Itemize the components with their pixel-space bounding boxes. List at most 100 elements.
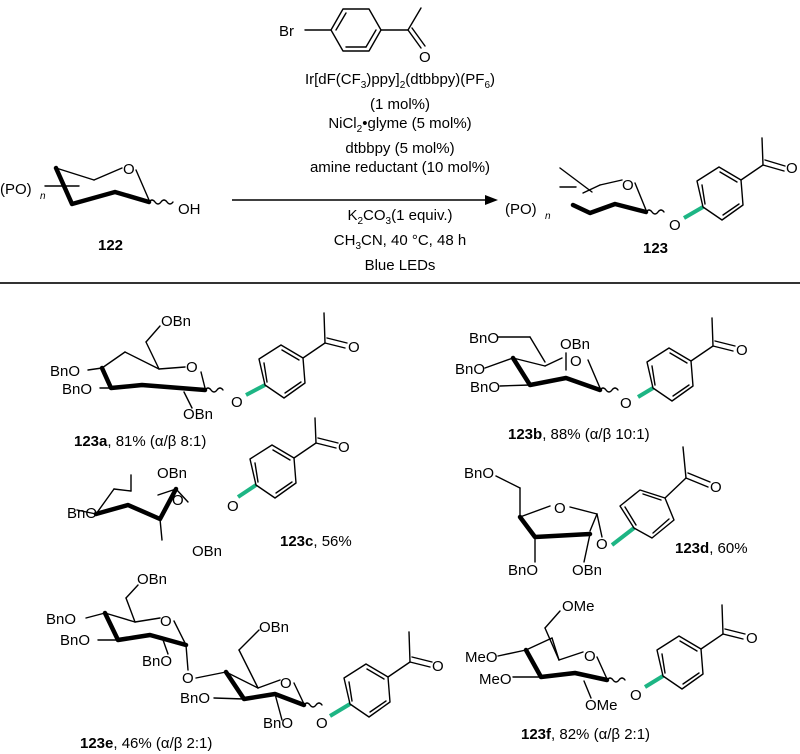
- product-123a: OBn BnO BnO OBn O O O 123a, 81% (α/β 8:1…: [50, 312, 360, 450]
- product-caption: 123c, 56%: [280, 533, 352, 550]
- product-123d: BnO BnO OBn O O O 123d, 60%: [464, 446, 748, 579]
- yield: 46%: [122, 735, 152, 752]
- ring-oxygen-label: O: [280, 675, 292, 692]
- product-caption: 123d, 60%: [675, 540, 748, 557]
- starting-material-122: (PO) n O OH 122: [0, 161, 201, 254]
- substituent-label: OBn: [572, 562, 602, 579]
- compound-id-122: 122: [98, 237, 123, 254]
- yield: 82%: [559, 726, 589, 743]
- product-123b: BnO OBn BnO BnO O O O 123b, 88% (α/β 10:…: [455, 317, 748, 443]
- compound-id: 123e: [80, 735, 113, 752]
- ring-oxygen-label: O: [570, 353, 582, 370]
- substituent-label: MeO: [465, 649, 498, 666]
- ring-oxygen-label: O: [160, 613, 172, 630]
- bromoacetophenone-structure: Br O: [279, 7, 431, 66]
- new-c-o-bond: [236, 483, 258, 499]
- ring-oxygen-label: O: [584, 648, 596, 665]
- product-caption: 123f, 82% (α/β 2:1): [521, 726, 650, 743]
- yield: 88%: [551, 426, 581, 443]
- reductant-line: amine reductant (10 mol%): [309, 159, 491, 176]
- solvent-temp-time-line: CH3CN, 40 °C, 48 h: [333, 232, 467, 252]
- ether-oxygen-label: O: [231, 394, 243, 411]
- substituent-label: BnO: [142, 653, 172, 670]
- hydroxyl-label: OH: [178, 201, 201, 218]
- protecting-group-count: n: [40, 191, 46, 202]
- anomer-ratio: (α/β 8:1): [150, 433, 206, 450]
- yield: 60%: [718, 540, 748, 557]
- conditions-below-arrow: K2CO3(1 equiv.) CH3CN, 40 °C, 48 h Blue …: [230, 206, 570, 275]
- yield: 56%: [322, 533, 352, 550]
- substituent-label: OMe: [562, 598, 595, 615]
- substituent-label: BnO: [50, 363, 80, 380]
- substituent-label: BnO: [455, 361, 485, 378]
- carbonyl-oxygen-label: O: [432, 658, 444, 675]
- substituent-label: BnO: [469, 330, 499, 347]
- ring-oxygen-label: O: [172, 492, 184, 509]
- carbonyl-oxygen-label: O: [338, 439, 350, 456]
- linking-oxygen-label: O: [182, 670, 194, 687]
- conditions-above-arrow: Ir[dF(CF3)ppy]2(dtbbpy)(PF6) (1 mol%) Ni…: [230, 70, 570, 177]
- substituent-label: BnO: [67, 505, 97, 522]
- ring-oxygen-label: O: [123, 161, 135, 178]
- substituent-label: OBn: [560, 336, 590, 353]
- anomer-ratio: (α/β 2:1): [156, 735, 212, 752]
- substituent-label: OBn: [157, 465, 187, 482]
- substituent-label: OBn: [137, 571, 167, 588]
- product-123f: OMe MeO MeO OMe O O O 123f, 82% (α/β 2:1…: [465, 598, 758, 743]
- ring-oxygen-label: O: [554, 500, 566, 517]
- substituent-label: BnO: [470, 379, 500, 396]
- nickel-catalyst-line: NiCl2•glyme (5 mol%): [328, 115, 472, 135]
- bromo-label: Br: [279, 23, 294, 40]
- new-c-o-bond: [643, 674, 665, 689]
- compound-id: 123a: [74, 433, 108, 450]
- carbonyl-oxygen-label: O: [710, 479, 722, 496]
- substituent-label: OBn: [259, 619, 289, 636]
- photocatalyst-loading: (1 mol%): [369, 96, 430, 113]
- compound-id: 123b: [508, 426, 542, 443]
- carbonyl-oxygen-label: O: [746, 630, 758, 647]
- carbonyl-oxygen-label: O: [419, 49, 431, 66]
- product-caption: 123a, 81% (α/β 8:1): [74, 433, 206, 450]
- light-source-line: Blue LEDs: [364, 257, 436, 274]
- ring-oxygen-label: O: [622, 177, 634, 194]
- carbonyl-oxygen-label: O: [348, 339, 360, 356]
- new-c-o-bond: [682, 205, 705, 220]
- carbonyl-oxygen-label: O: [736, 342, 748, 359]
- substituent-label: BnO: [180, 690, 210, 707]
- substituent-label: BnO: [62, 381, 92, 398]
- yield: 81%: [116, 433, 146, 450]
- ether-oxygen-label: O: [316, 715, 328, 732]
- anomer-ratio: (α/β 2:1): [594, 726, 650, 743]
- compound-id: 123c: [280, 533, 313, 550]
- new-c-o-bond: [245, 383, 266, 397]
- substituent-label: BnO: [60, 632, 90, 649]
- substituent-label: BnO: [263, 715, 293, 732]
- ring-oxygen-label: O: [186, 359, 198, 376]
- substituent-label: MeO: [479, 671, 512, 688]
- substituent-label: BnO: [508, 562, 538, 579]
- arrow-head: [485, 195, 498, 205]
- product-caption: 123b, 88% (α/β 10:1): [508, 426, 650, 443]
- substituent-label: BnO: [46, 611, 76, 628]
- product-123c: OBn BnO OBn O O O 123c, 56%: [67, 417, 352, 560]
- anomer-ratio: (α/β 10:1): [585, 426, 650, 443]
- substituent-label: OBn: [192, 543, 222, 560]
- protecting-group-label: (PO): [0, 181, 32, 198]
- ether-oxygen-label: O: [669, 217, 681, 234]
- ether-oxygen-label: O: [630, 687, 642, 704]
- substituent-label: OBn: [161, 313, 191, 330]
- new-c-o-bond: [610, 526, 636, 547]
- substituent-label: OBn: [183, 406, 213, 423]
- product-caption: 123e, 46% (α/β 2:1): [80, 735, 212, 752]
- product-123e: OBn BnO BnO BnO OBn BnO BnO O O O O O 12…: [46, 571, 444, 752]
- protecting-group-label: (PO): [505, 201, 537, 218]
- new-c-o-bond: [328, 702, 352, 718]
- compound-id: 123d: [675, 540, 709, 557]
- ether-oxygen-label: O: [620, 395, 632, 412]
- substituent-label: OMe: [585, 697, 618, 714]
- carbonyl-oxygen-label: O: [786, 160, 798, 177]
- product-123: (PO) n O O O 123: [505, 137, 798, 257]
- compound-id: 123f: [521, 726, 552, 743]
- substituent-label: BnO: [464, 465, 494, 482]
